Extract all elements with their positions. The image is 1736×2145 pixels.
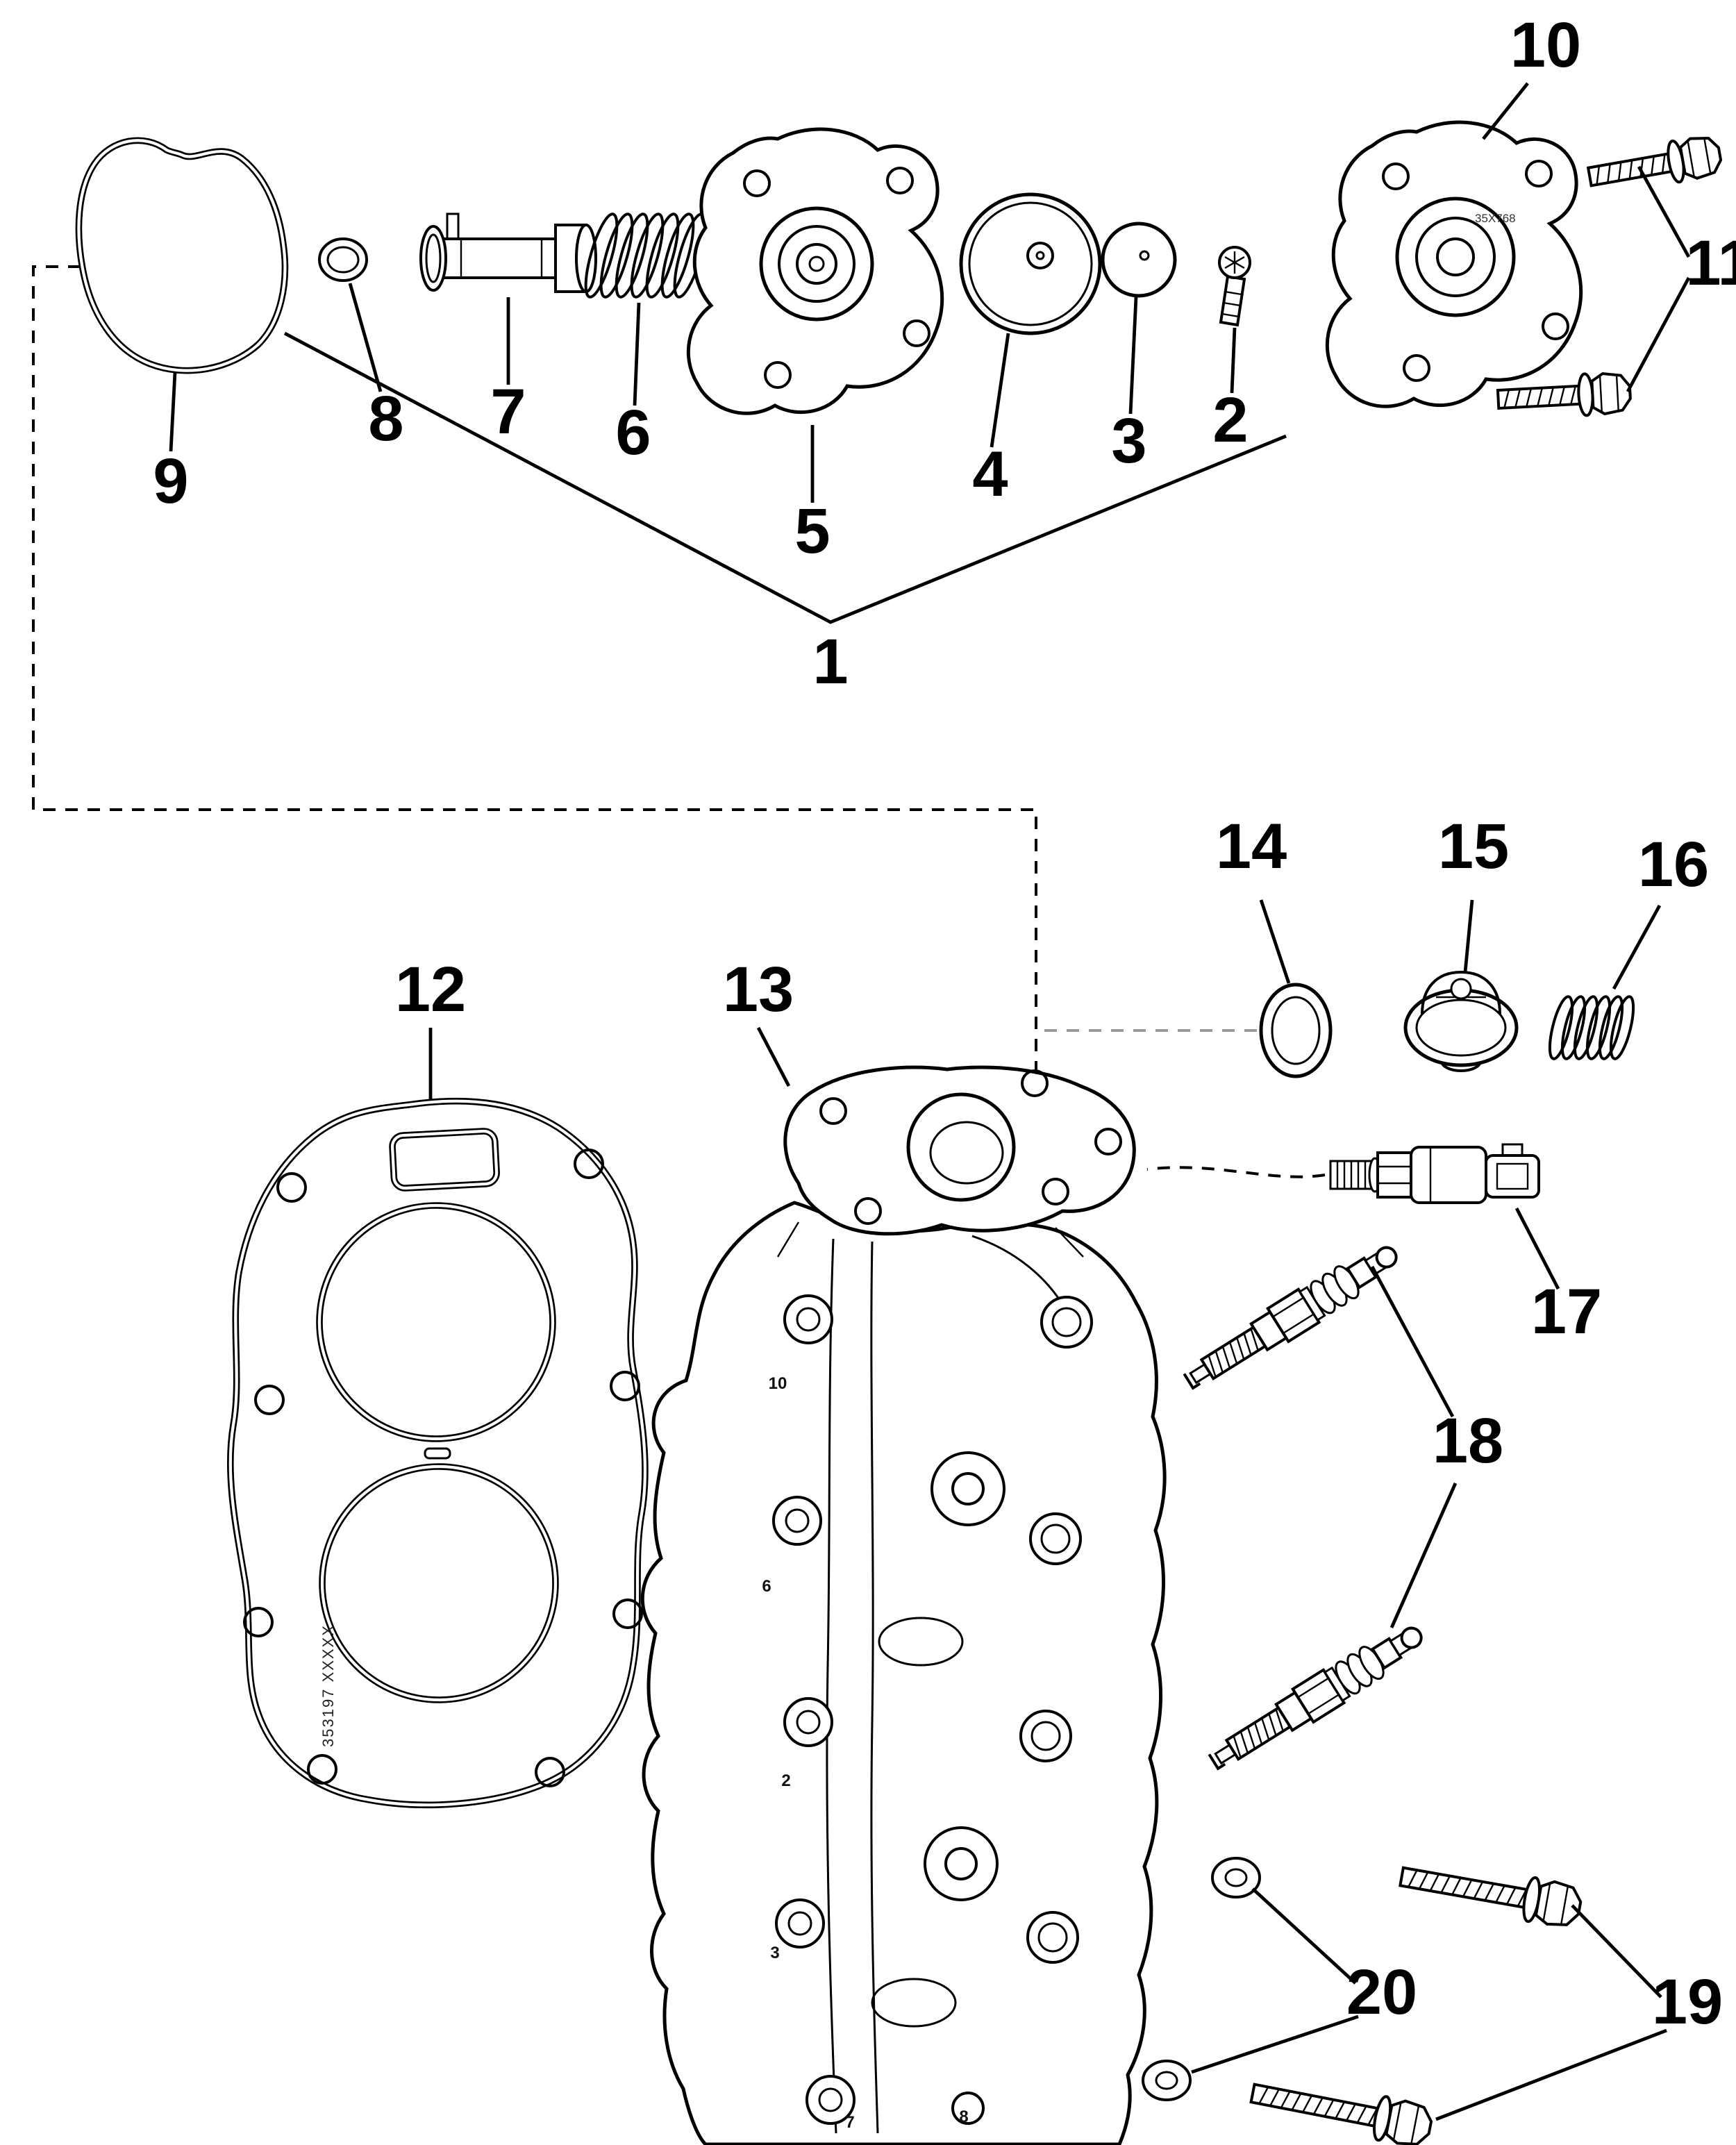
leader-6	[633, 302, 641, 406]
part-19-bolt-lower	[1246, 2070, 1436, 2145]
callout-17: 17	[1531, 1276, 1602, 1347]
part-6-spring	[584, 212, 708, 299]
leader-14	[1259, 899, 1291, 984]
callout-16: 16	[1638, 829, 1709, 900]
part-12-head-gasket: 353197 XXXXX	[231, 1101, 645, 1805]
callout-19: 19	[1652, 1967, 1723, 2037]
leader-16	[1612, 904, 1662, 990]
part-5-thermostat-housing	[686, 127, 944, 415]
leader-11b	[1626, 276, 1691, 393]
leader-4	[990, 333, 1010, 448]
leader-13	[756, 1026, 791, 1087]
head-cast-number: 10	[769, 1374, 787, 1393]
callout-18: 18	[1433, 1405, 1503, 1476]
callout-13: 13	[723, 954, 794, 1025]
leader-3	[1128, 297, 1138, 415]
head-bolt-bosses	[772, 1294, 856, 2125]
head-cast-number: 2	[781, 1771, 790, 1790]
assembly-reference-lines	[32, 265, 1326, 1217]
leader-20a	[1251, 1887, 1357, 1985]
leader-10	[1482, 82, 1529, 140]
thermostat-assembly-exploded: 35X768 1 2 3 4 5 6	[78, 10, 1736, 697]
callout-12: 12	[395, 954, 466, 1025]
part-7-thermostat-valve	[419, 212, 597, 293]
callout-9: 9	[153, 446, 188, 517]
part-18-spark-plug-upper	[1176, 1234, 1407, 1399]
part-2-screw	[1218, 246, 1251, 327]
leader-8	[348, 283, 383, 392]
callout-7: 7	[490, 376, 526, 447]
leader-9	[169, 372, 177, 452]
head-cast-number: 6	[762, 1577, 771, 1596]
part-19-bolt-upper	[1396, 1853, 1585, 1932]
head-cast-number: 3	[770, 1944, 779, 1962]
part-20-washer-upper	[1211, 1857, 1261, 1898]
part-18-spark-plug-lower	[1201, 1614, 1432, 1780]
part-16-spring	[1548, 995, 1635, 1060]
part-15-thermostat	[1403, 970, 1519, 1072]
part-9-cover-gasket	[78, 140, 285, 370]
leader-2	[1230, 327, 1237, 394]
part-4-diaphragm	[959, 192, 1102, 335]
dashed-connector-sensor	[1146, 1166, 1326, 1178]
leader-lines-top	[169, 82, 1691, 503]
leader-18a	[1370, 1265, 1455, 1418]
part-20-washer-lower	[1142, 2060, 1192, 2101]
callout-11: 11	[1685, 228, 1736, 299]
callout-3: 3	[1111, 406, 1146, 476]
callout-1-bracket	[283, 331, 1287, 624]
callout-15: 15	[1438, 811, 1509, 882]
leader-17	[1514, 1207, 1560, 1290]
head-cast-number: 8	[959, 2108, 968, 2126]
leader-20b	[1191, 2014, 1359, 2074]
part-14-seal-washer	[1259, 983, 1333, 1078]
cover-stamp-text: 35X768	[1475, 212, 1516, 225]
callout-1: 1	[812, 626, 848, 697]
leader-19a	[1571, 1904, 1662, 1998]
leader-15	[1463, 899, 1474, 973]
part-13-cylinder-head: 10 6 2 3 7 8	[640, 1065, 1167, 2145]
callout-6: 6	[615, 397, 651, 468]
leader-11a	[1637, 165, 1691, 258]
callout-10: 10	[1510, 10, 1581, 81]
dashed-connector-main	[32, 265, 1037, 1217]
callout-5: 5	[794, 496, 830, 567]
leader-18b	[1389, 1483, 1458, 1628]
callout-14: 14	[1216, 811, 1287, 882]
callout-4: 4	[972, 439, 1008, 510]
callout-8: 8	[368, 383, 403, 454]
part-8-seal-ring	[318, 237, 368, 282]
callout-20: 20	[1346, 1957, 1417, 2028]
part-3-washer-disc	[1101, 222, 1177, 298]
leader-19b	[1435, 2028, 1667, 2121]
part-17-temperature-sensor	[1329, 1143, 1540, 1204]
head-cast-number: 7	[845, 2113, 854, 2132]
part-10-housing-cover: 35X768	[1325, 120, 1583, 408]
gasket-stamp-text: 353197 XXXXX	[319, 1624, 337, 1747]
leader-lines-bottom	[428, 899, 1667, 2121]
thermostat-pocket	[906, 1092, 1016, 1202]
cylinder-head-section: 353197 XXXXX	[231, 811, 1723, 2145]
part-11-bolt-upper	[1585, 131, 1725, 199]
callout-2: 2	[1212, 385, 1248, 456]
